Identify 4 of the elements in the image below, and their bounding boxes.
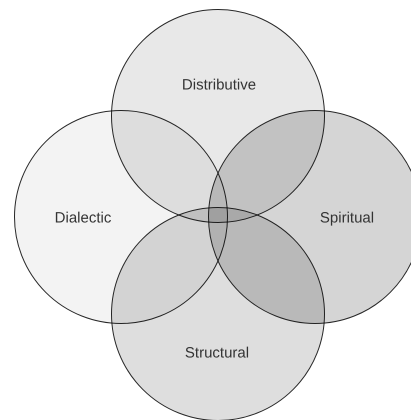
circle-label: Spiritual bbox=[320, 210, 374, 226]
circle-label: Structural bbox=[184, 344, 250, 362]
circle-label: Distributive bbox=[182, 76, 256, 94]
circle-label: Dialectic bbox=[54, 210, 112, 226]
